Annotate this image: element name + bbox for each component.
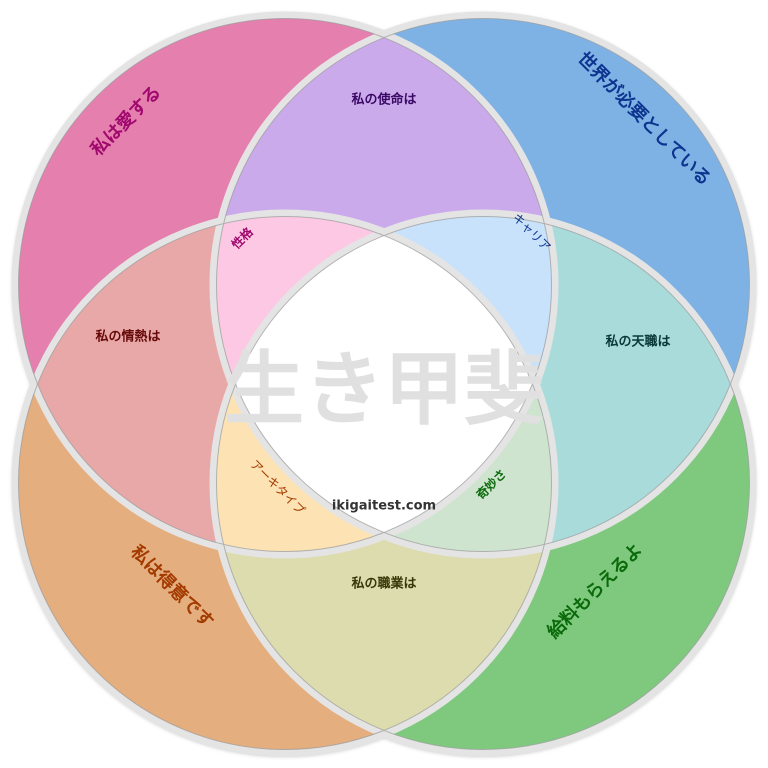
label-profession: 私の職業は bbox=[351, 576, 417, 592]
circle-outlines bbox=[11, 11, 757, 757]
label-mission: 私の使命は bbox=[351, 92, 417, 108]
ikigai-title: 生き甲斐 bbox=[224, 343, 544, 436]
label-passion: 私の情熱は bbox=[95, 329, 161, 345]
label-vocation: 私の天職は bbox=[605, 334, 671, 350]
website-label: ikigaitest.com bbox=[331, 498, 437, 514]
